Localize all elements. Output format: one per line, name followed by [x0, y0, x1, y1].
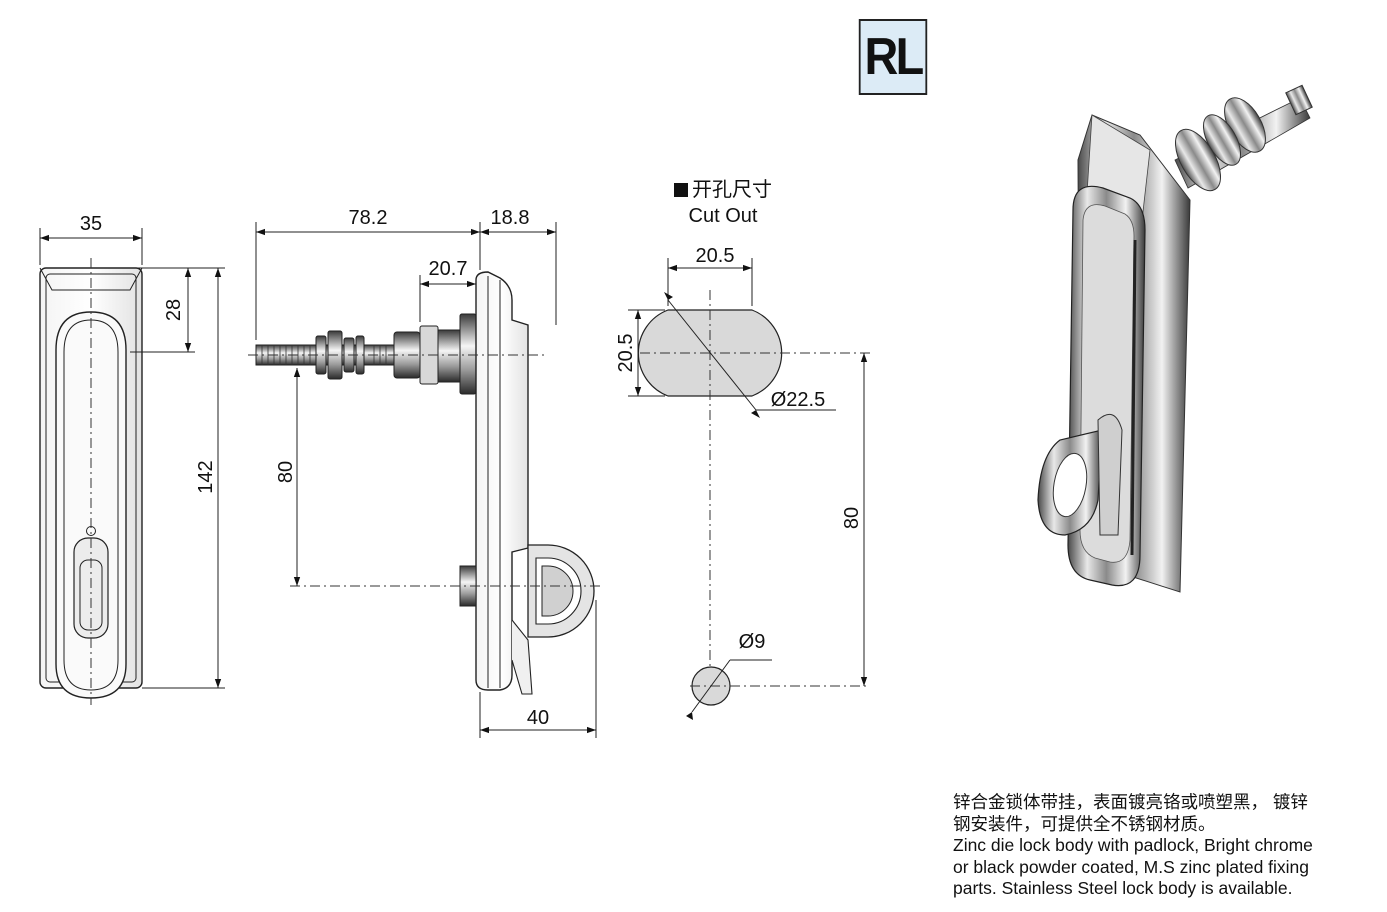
square-bullet-icon	[674, 183, 688, 197]
side-view	[248, 222, 600, 738]
cutout-title-en: Cut Out	[688, 205, 758, 227]
dim-front-height: 142	[195, 460, 217, 493]
description-line: Zinc die lock body with padlock, Bright …	[953, 835, 1313, 855]
dim-side-bottom: 40	[527, 707, 549, 729]
dim-side-depth: 18.8	[491, 207, 530, 229]
description-line: 钢安装件，可提供全不锈钢材质。	[953, 813, 1216, 834]
description-line: or black powder coated, M.S zinc plated …	[953, 856, 1310, 877]
front-view	[39, 228, 225, 705]
dim-cut-width: 20.5	[696, 245, 735, 267]
product-illustration	[1037, 84, 1313, 593]
dim-front-top: 28	[163, 299, 185, 321]
dim-side-nut: 20.7	[429, 258, 468, 280]
description-line: 锌合金锁体带挂，表面镀亮铬或喷塑黑， 镀锌	[953, 792, 1308, 812]
dim-front-width: 35	[80, 213, 102, 235]
model-badge: RL	[858, 19, 928, 95]
dim-cut-diameter: Ø22.5	[771, 389, 825, 411]
cutout-view	[628, 258, 870, 720]
cutout-title: 开孔尺寸 Cut Out	[658, 177, 788, 229]
cutout-title-cn: 开孔尺寸	[658, 177, 788, 203]
dim-cut-spacing: 80	[841, 507, 863, 529]
dim-cut-height: 20.5	[615, 334, 637, 373]
dim-side-offset: 80	[275, 461, 297, 483]
product-description: 锌合金锁体带挂，表面镀亮铬或喷塑黑， 镀锌 钢安装件，可提供全不锈钢材质。 Zi…	[953, 792, 1373, 900]
cutout-title-cn-text: 开孔尺寸	[692, 179, 772, 201]
description-line: parts. Stainless Steel lock body is avai…	[953, 878, 1293, 898]
dim-hole-diameter: Ø9	[739, 631, 766, 653]
dim-side-length: 78.2	[349, 207, 388, 229]
